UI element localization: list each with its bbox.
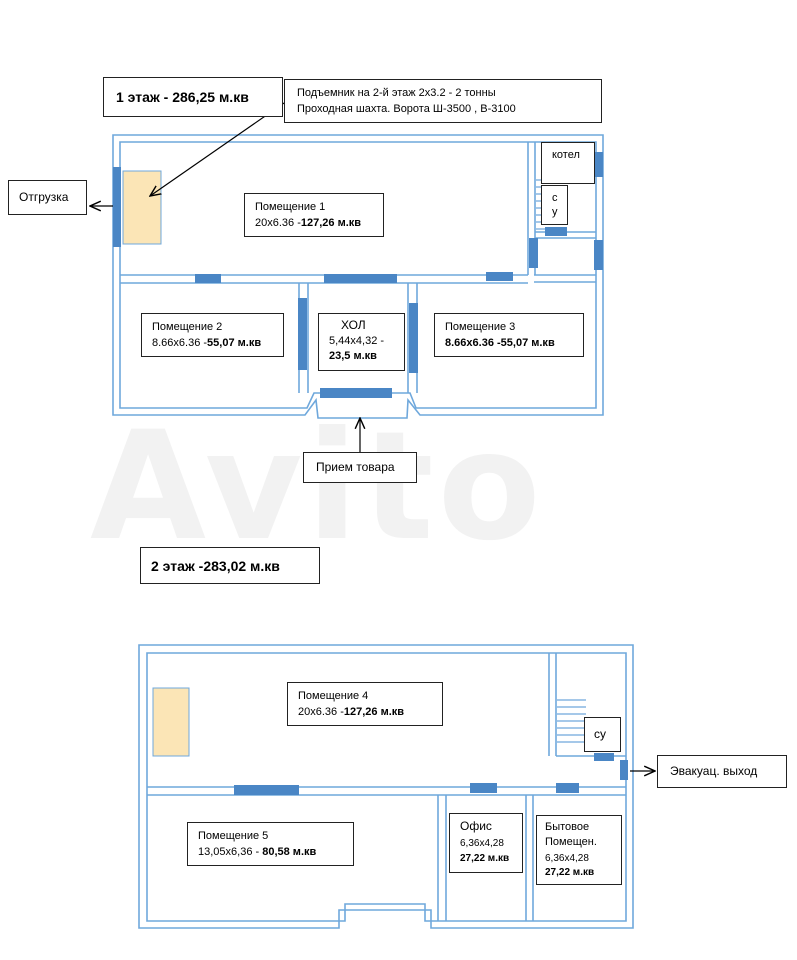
room3-area: 8.66х6.36 -55,07 м.кв <box>445 337 555 349</box>
room1-dims: 20х6.36 -127,26 м.кв <box>255 217 362 229</box>
room2-box: Помещение 2 8.66х6.36 -55,07 м.кв <box>141 313 284 357</box>
floor1-title-box: 1 этаж - 286,25 м.кв <box>103 77 283 117</box>
hall-dims: 5,44х4,32 - <box>329 335 385 347</box>
room3-box: Помещение 3 8.66х6.36 -55,07 м.кв <box>434 313 584 357</box>
floor2-title: 2 этаж -283,02 м.кв <box>151 558 280 574</box>
room2-name: Помещение 2 <box>152 321 223 333</box>
shipping-label: Отгрузка <box>19 190 69 204</box>
wc1-label-line1: с <box>552 192 558 204</box>
hall-box: ХОЛ 5,44х4,32 - 23,5 м.кв <box>318 313 405 371</box>
room1-name: Помещение 1 <box>255 201 326 213</box>
office-box: Офис 6,36х4,28 27,22 м.кв <box>449 813 523 873</box>
wc2-box: су <box>584 717 621 752</box>
room3-name: Помещение 3 <box>445 321 516 333</box>
floor2-doors <box>234 753 628 795</box>
wc2-label: су <box>594 727 606 741</box>
receiving-box: Прием товара <box>303 452 417 483</box>
floor1-doors <box>113 152 603 398</box>
exit-box: Эвакуац. выход <box>657 755 787 788</box>
wc1-box: с у <box>541 185 568 225</box>
boiler-box: котел <box>541 142 595 184</box>
lift-note-line2: Проходная шахта. Ворота Ш-3500 , В-3100 <box>297 103 516 115</box>
avito-watermark: Avito <box>90 400 545 574</box>
floor2-title-box: 2 этаж -283,02 м.кв <box>140 547 320 584</box>
office-area: 27,22 м.кв <box>460 853 510 864</box>
room5-name: Помещение 5 <box>198 830 269 842</box>
hall-name: ХОЛ <box>341 318 366 332</box>
room4-area: 127,26 м.кв <box>343 706 405 718</box>
wc1-label-line2: у <box>552 206 558 218</box>
room5-dims: 13,05х6,36 - 80,58 м.кв <box>198 846 317 858</box>
boiler-label: котел <box>552 149 580 161</box>
room2-area: 55,07 м.кв <box>207 337 262 349</box>
utility-box: Бытовое Помещен. 6,36х4,28 27,22 м.кв <box>536 815 622 885</box>
floor2-stairs <box>557 699 586 743</box>
lift-note-arrow <box>150 102 285 196</box>
hall-area: 23,5 м.кв <box>329 350 377 362</box>
room5-area: 80,58 м.кв <box>262 846 317 858</box>
room2-dims: 8.66х6.36 -55,07 м.кв <box>152 337 262 349</box>
exit-label: Эвакуац. выход <box>670 764 758 778</box>
floor2-lift-shaft <box>152 687 190 757</box>
floor2-walls <box>138 644 634 929</box>
receiving-label: Прием товара <box>316 460 395 474</box>
room4-name: Помещение 4 <box>298 690 369 702</box>
room1-area: 127,26 м.кв <box>300 217 362 229</box>
room4-dims: 20х6.36 -127,26 м.кв <box>298 706 405 718</box>
lift-note-line1: Подъемник на 2-й этаж 2х3.2 - 2 тонны <box>297 87 496 99</box>
office-name: Офис <box>460 819 492 833</box>
room1-box: Помещение 1 20х6.36 -127,26 м.кв <box>244 193 384 237</box>
utility-area: 27,22 м.кв <box>545 867 595 878</box>
floor1-title: 1 этаж - 286,25 м.кв <box>116 89 249 105</box>
utility-dims: 6,36х4,28 <box>545 853 589 864</box>
utility-name-line2: Помещен. <box>545 836 597 848</box>
room5-box: Помещение 5 13,05х6,36 - 80,58 м.кв <box>187 822 354 866</box>
floor1-lift-shaft <box>122 170 162 245</box>
room4-box: Помещение 4 20х6.36 -127,26 м.кв <box>287 682 443 726</box>
utility-name-line1: Бытовое <box>545 821 590 833</box>
shipping-box: Отгрузка <box>8 180 87 215</box>
office-dims: 6,36х4,28 <box>460 838 504 849</box>
lift-note-box: Подъемник на 2-й этаж 2х3.2 - 2 тонны Пр… <box>284 79 602 123</box>
